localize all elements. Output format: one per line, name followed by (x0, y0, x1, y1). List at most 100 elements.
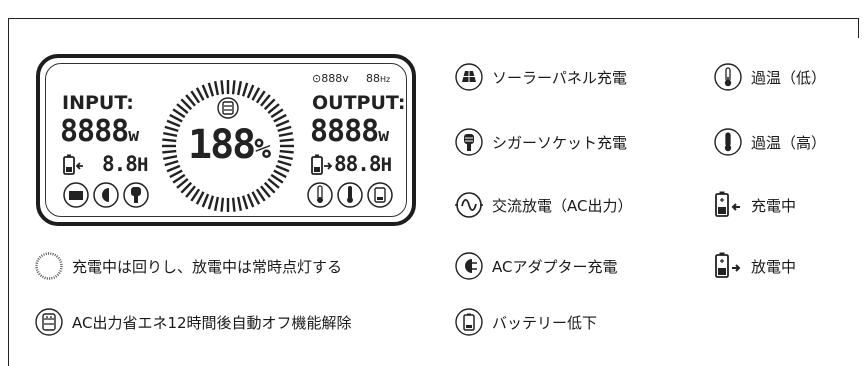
ring-segment (162, 138, 177, 143)
legend-label: 充電中は回りし、放電中は常時点灯する (72, 257, 343, 276)
ring-segment (255, 188, 266, 202)
legend-ac-auto-off: AC出力省エネ12時間後自動オフ機能解除 (34, 306, 352, 338)
ring-segment (270, 108, 284, 119)
ring-segment (277, 125, 292, 133)
legend-label: シガーソケット充電 (492, 133, 628, 152)
legend-label: 交流放電（AC出力） (492, 196, 633, 215)
ring-segment (164, 159, 179, 167)
ring-segment (267, 103, 280, 114)
ring-segment (213, 196, 220, 211)
legend-label: 充電中 (751, 196, 797, 215)
ring-segment (169, 113, 183, 123)
ring-segment (207, 195, 215, 210)
ring-segment (176, 103, 189, 114)
ring-segment (166, 164, 181, 173)
ring-segment (207, 82, 215, 97)
ring-segment (180, 181, 193, 194)
lcd-display: INPUT: 8888w 8.8H 188% ⊙888v 88Hz OUTPUT… (36, 54, 416, 226)
input-watts: 8888w (60, 114, 140, 149)
ring-segment (275, 164, 290, 173)
output-label: OUTPUT: (312, 92, 406, 114)
output-status-icons (306, 180, 406, 214)
input-battery-icon (62, 154, 92, 180)
legend-temp-high: 過温（高） (713, 126, 826, 158)
ring-segment (169, 169, 183, 179)
ring-segment (255, 90, 266, 104)
ring-segment (201, 84, 210, 99)
ring-segment (231, 80, 236, 95)
car-charger-icon (454, 127, 484, 157)
charge-progress-ring (158, 76, 298, 220)
legend-label: 過温（高） (751, 133, 827, 152)
battery-percent: 188% (188, 122, 272, 168)
battery-low-icon (454, 307, 484, 337)
legend-solar: ソーラーパネル充電 (454, 61, 627, 93)
ac-auto-off-icon (34, 307, 64, 337)
ring-segment (275, 119, 290, 128)
ring-segment (172, 173, 186, 184)
ring-segment (241, 82, 249, 97)
ring-segment (251, 87, 261, 101)
ring-segment (241, 195, 249, 210)
ring-segment (163, 154, 178, 161)
ac-wave-icon (454, 190, 484, 220)
ring-segment (162, 149, 177, 154)
legend-temp-low: 過温（低） (713, 61, 826, 93)
input-hours: 8.8H (102, 152, 148, 176)
legend-discharging: 放電中 (713, 250, 796, 282)
legend-ac-output: 交流放電（AC出力） (454, 189, 632, 221)
frame-top-border (8, 18, 859, 19)
ring-segment (201, 193, 210, 208)
ring-segment (195, 191, 205, 205)
legend-car: シガーソケット充電 (454, 126, 627, 158)
ring-segment (246, 193, 255, 208)
lcd-inner-border (45, 63, 407, 217)
ac-adapter-icon (454, 251, 484, 281)
frame-left-border (8, 18, 9, 366)
output-watts: 8888w (310, 114, 390, 149)
ring-segment (231, 197, 236, 212)
output-hours: 88.8H (334, 152, 392, 176)
frame-right-border (858, 18, 859, 38)
legend-label: バッテリー低下 (492, 313, 598, 332)
ring-segment (176, 178, 189, 189)
output-battery-icon (310, 154, 334, 180)
thermometer-high-icon (713, 127, 743, 157)
voltage-readout: ⊙888v (312, 72, 349, 85)
ring-segment (185, 94, 196, 107)
ring-segment (263, 181, 276, 194)
legend-label: 放電中 (751, 257, 797, 276)
legend-ac-adapter: ACアダプター充電 (454, 250, 617, 282)
ring-segment (166, 119, 181, 128)
battery-discharging-icon (713, 251, 743, 281)
ring-segment (236, 196, 243, 211)
ring-segment (260, 94, 271, 107)
legend-label: AC出力省エネ12時間後自動オフ機能解除 (72, 313, 352, 332)
ring-segment (180, 98, 193, 111)
input-source-icons (62, 180, 167, 214)
input-label: INPUT: (62, 92, 134, 114)
ring-segment (270, 173, 284, 184)
ring-segment (278, 131, 293, 138)
legend-battery-low: バッテリー低下 (454, 306, 597, 338)
ring-segment (164, 125, 179, 133)
ring-segment (163, 131, 178, 138)
legend-label: ソーラーパネル充電 (492, 68, 627, 87)
ring-segment (185, 185, 196, 198)
ring-segment (263, 98, 276, 111)
legend-label: 過温（低） (751, 68, 827, 87)
ring-segment (220, 197, 225, 212)
ring-segment (251, 191, 261, 205)
ring-segment (277, 159, 292, 167)
ring-segment (279, 149, 294, 154)
frequency-readout: 88Hz (366, 72, 391, 85)
ring-segment (273, 169, 287, 179)
ring-segment (190, 90, 201, 104)
legend-spinning-ring: 充電中は回りし、放電中は常時点灯する (34, 250, 342, 282)
ring-segment (260, 185, 271, 198)
thermometer-low-icon (713, 62, 743, 92)
ring-segment (278, 154, 293, 161)
ring-segment (236, 81, 243, 96)
ring-segment (195, 87, 205, 101)
ring-segment (279, 138, 294, 143)
